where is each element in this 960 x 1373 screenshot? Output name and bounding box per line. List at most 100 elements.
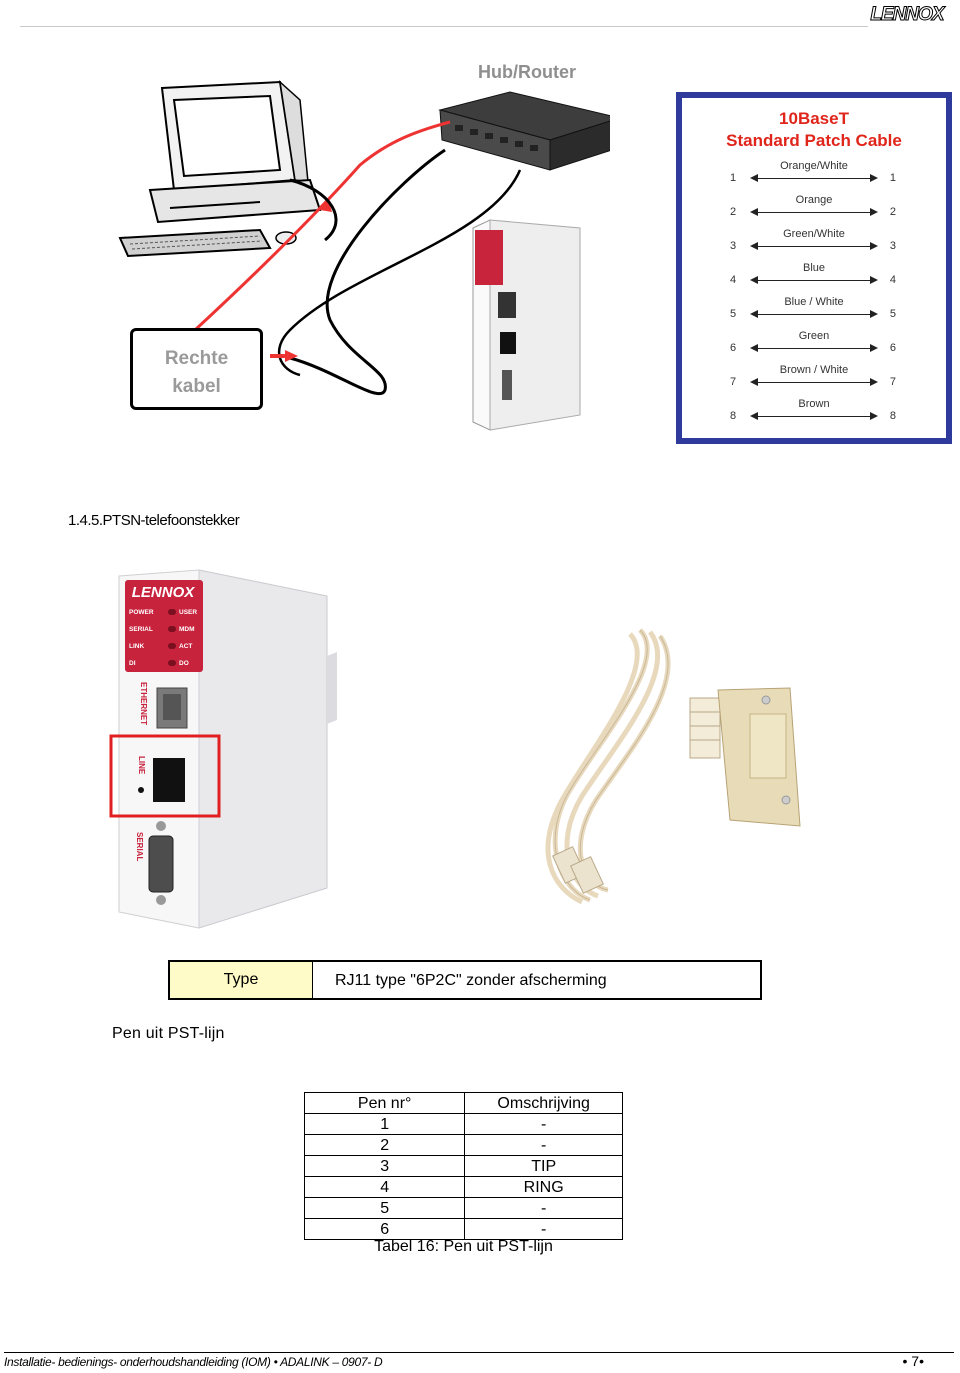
straight-cable-callout: Rechte kabel [130,328,263,410]
led-label: ACT [179,643,192,650]
telephone-cable-illustration [545,628,801,905]
patch-row: 5 Blue / White 5 [682,296,946,330]
pin-description-cell: - [464,1218,623,1240]
table-row: 1- [303,1113,623,1135]
serial-port-label: SERIAL [135,832,144,861]
hub-icon [438,91,610,171]
patch-double-arrow-icon [750,208,878,216]
patch-wire-color: Blue / White [784,296,844,308]
line-port [153,758,185,802]
pin-description-cell: - [464,1197,623,1219]
patch-wire-color: Brown [798,398,830,410]
section-heading: 1.4.5.PTSN-telefoonstekker [68,512,240,529]
pin-number-cell: 3 [303,1155,466,1177]
device-brand-text: LENNOX [132,584,196,601]
patch-pin-left: 4 [730,274,737,286]
led-indicator-icon [170,626,176,632]
patch-cable-title: 10BaseT Standard Patch Cable [682,108,946,152]
table-row: 2- [303,1134,623,1156]
led-label: DO [179,660,189,667]
pin-number-cell: 4 [303,1176,466,1198]
pin-number-cell: 1 [303,1113,466,1135]
patch-pin-left: 1 [730,172,737,184]
patch-wire-color: Brown / White [779,364,849,376]
pin-number-cell: 2 [303,1134,466,1156]
hub-router-label: Hub/Router [478,62,576,82]
pin-description-cell: - [464,1134,623,1156]
patch-pin-right: 3 [889,240,896,252]
table-row: 6- [303,1218,623,1240]
led-indicator-icon [170,643,176,649]
patch-wire-color: Orange [795,194,833,206]
ethernet-port-label: ETHERNET [139,682,148,725]
led-indicator-icon [170,660,176,666]
straight-cable-label-1: Rechte [164,348,229,369]
line-port-highlight [109,734,221,818]
patch-pin-left: 3 [730,240,737,252]
adalink-device-small-icon [472,219,581,431]
led-label: SERIAL [129,626,153,633]
patch-wire-color: Green/White [783,228,845,240]
patch-row: 1 Orange/White 1 [682,160,946,194]
patch-double-arrow-icon [750,310,878,318]
led-label: POWER [129,609,154,616]
tae-plug-icon [689,687,801,827]
footer-text: Installatie- bedienings- onderhoudshandl… [4,1355,383,1369]
patch-pin-right: 1 [889,172,896,184]
patch-row: 3 Green/White 3 [682,228,946,262]
patch-row: 2 Orange 2 [682,194,946,228]
pin-table-header-pin: Pen nr° [303,1092,466,1114]
patch-double-arrow-icon [750,242,878,250]
patch-pin-left: 2 [730,206,737,218]
patch-double-arrow-icon [750,412,878,420]
table-row: 5- [303,1197,623,1219]
patch-pin-right: 5 [889,308,896,320]
patch-wire-color: Blue [802,262,826,274]
patch-pin-right: 2 [889,206,896,218]
logo-text: LENNOX [870,4,945,26]
led-label: MDM [179,626,195,633]
led-indicator-icon [170,609,176,615]
connector-type-box: Type RJ11 type "6P2C" zonder afscherming [168,960,762,1000]
pin-description-cell: RING [464,1176,623,1198]
pen-title: Pen uit PST-lijn [112,1025,225,1042]
patch-double-arrow-icon [750,344,878,352]
footer-rule [4,1352,954,1353]
led-label: USER [179,609,197,616]
patch-cable-panel: 10BaseT Standard Patch Cable 1 Orange/Whi… [676,92,952,444]
patch-row: 7 Brown / White 7 [682,364,946,398]
patch-title-line2: Standard Patch Cable [726,131,902,150]
patch-pin-right: 8 [889,410,896,422]
patch-pin-left: 7 [730,376,737,388]
pin-description-cell: - [464,1113,623,1135]
patch-pin-left: 5 [730,308,737,320]
patch-wire-color: Green [798,330,830,342]
led-label: LINK [129,643,144,650]
network-diagram [118,80,610,431]
patch-pin-right: 7 [889,376,896,388]
header-rule [20,26,868,27]
pin-number-cell: 5 [303,1197,466,1219]
lennox-logo: LENNOX [862,2,952,28]
patch-pin-left: 6 [730,342,737,354]
patch-double-arrow-icon [750,378,878,386]
pin-table-header-description: Omschrijving [464,1092,623,1114]
pin-description-cell: TIP [464,1155,623,1177]
patch-pin-right: 6 [889,342,896,354]
pin-number-cell: 6 [303,1218,466,1240]
patch-double-arrow-icon [750,276,878,284]
type-label: Type [170,962,312,998]
straight-cable-label-2: kabel [172,376,221,397]
patch-wire-color: Orange/White [780,160,848,172]
line-port-label: LINE [137,756,146,775]
type-value: RJ11 type "6P2C" zonder afscherming [312,962,760,998]
page-number: • 7• [902,1353,924,1369]
